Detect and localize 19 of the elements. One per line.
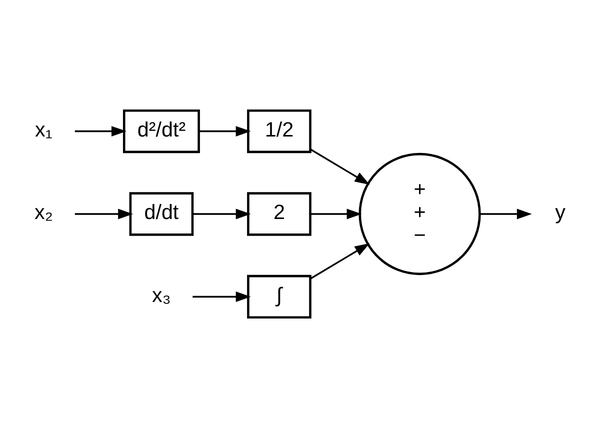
node-text: x₂ [34, 200, 53, 224]
node-text: y [555, 200, 566, 224]
node-text: x₃ [152, 283, 171, 306]
arrow [480, 208, 532, 219]
node-circle: + + − [358, 152, 481, 275]
node-box: 1/2 [247, 108, 312, 153]
arrow [198, 126, 251, 136]
arrow [310, 208, 362, 219]
arrow [310, 242, 370, 280]
node-box: 2 [247, 192, 312, 236]
arrow [74, 126, 126, 136]
arrow [310, 148, 370, 184]
node-box: d²/dt² [122, 108, 200, 153]
arrow [74, 208, 134, 219]
arrow [192, 290, 251, 302]
node-text: x₁ [35, 118, 52, 141]
node-box: d/dt [129, 192, 194, 236]
node-box: ∫ [247, 274, 312, 318]
arrow [192, 208, 251, 219]
